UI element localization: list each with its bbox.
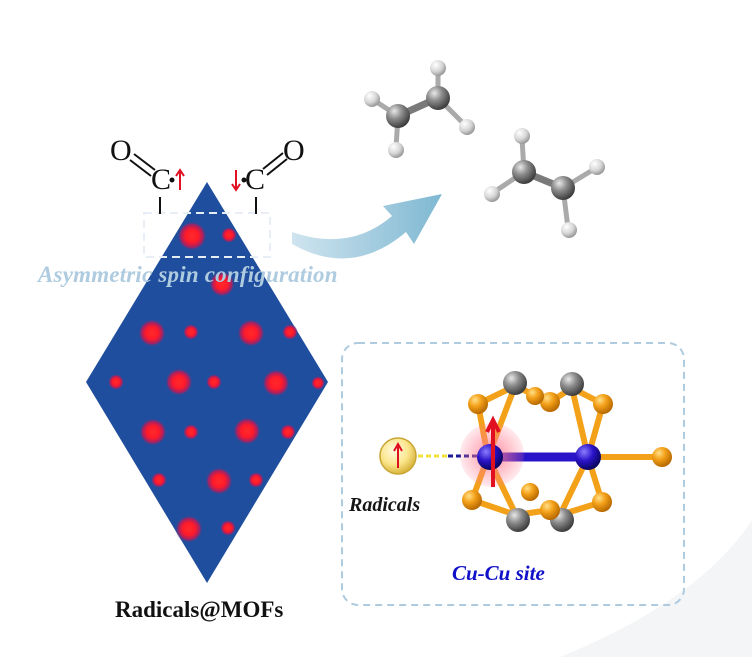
cu-atom: [575, 444, 601, 470]
highlight-box: [143, 212, 271, 258]
radical-hotspot: [183, 324, 199, 340]
co-right-oxygen: O: [283, 134, 305, 167]
radical-hotspot: [262, 369, 290, 397]
spin-down-arrow-icon: [231, 170, 241, 192]
radical-hotspot: [205, 467, 233, 495]
ethylene-molecule: [491, 135, 599, 231]
radical-hotspot: [280, 424, 296, 440]
radical-hotspot: [209, 271, 235, 297]
radical-hotspot: [248, 472, 264, 488]
radical-hotspot: [138, 319, 166, 347]
radical-hotspot: [139, 418, 167, 446]
cu-atom: [477, 444, 503, 470]
radical-hotspot: [220, 520, 236, 536]
co-left-oxygen: O: [110, 134, 132, 167]
co-left-carbon: C: [151, 163, 172, 196]
radical-hotspot: [237, 319, 265, 347]
radical-hotspot: [221, 227, 237, 243]
co-structures: [129, 152, 288, 214]
spin-up-arrow-icon: [485, 415, 501, 487]
spin-configuration-caption: Asymmetric spin configuration: [38, 262, 338, 287]
cu-cu-site-label: Cu-Cu site: [452, 561, 545, 585]
spin-markers: [169, 168, 247, 192]
radical-hotspot: [311, 376, 325, 390]
radical-hotspot: [108, 374, 124, 390]
radicals-label: Radicals: [349, 494, 421, 516]
mof-framework: [86, 182, 328, 583]
inset-panel: [341, 342, 685, 606]
cu-cu-model: [460, 371, 672, 532]
radical-hotspot: [183, 424, 199, 440]
reaction-arrow: [292, 194, 442, 259]
co-right-carbon: C: [245, 163, 266, 196]
radical-hotspot: [177, 221, 207, 251]
background-swoosh: [560, 520, 752, 657]
ethylene-atoms: [364, 60, 475, 158]
radical-hotspot: [175, 515, 203, 543]
ethylene-atoms: [484, 128, 605, 238]
radical-hotspot: [165, 368, 193, 396]
radical-hotspot: [206, 374, 222, 390]
radical-sphere: [379, 437, 417, 475]
radical-hotspot: [151, 472, 167, 488]
spin-up-arrow-icon: [393, 441, 403, 468]
radical-hotspot: [282, 324, 298, 340]
radicals-mofs-label: Radicals@MOFs: [115, 597, 284, 622]
spin-up-arrow-icon: [175, 168, 185, 190]
ethylene-molecule: [369, 65, 469, 151]
radical-hotspot: [233, 417, 261, 445]
